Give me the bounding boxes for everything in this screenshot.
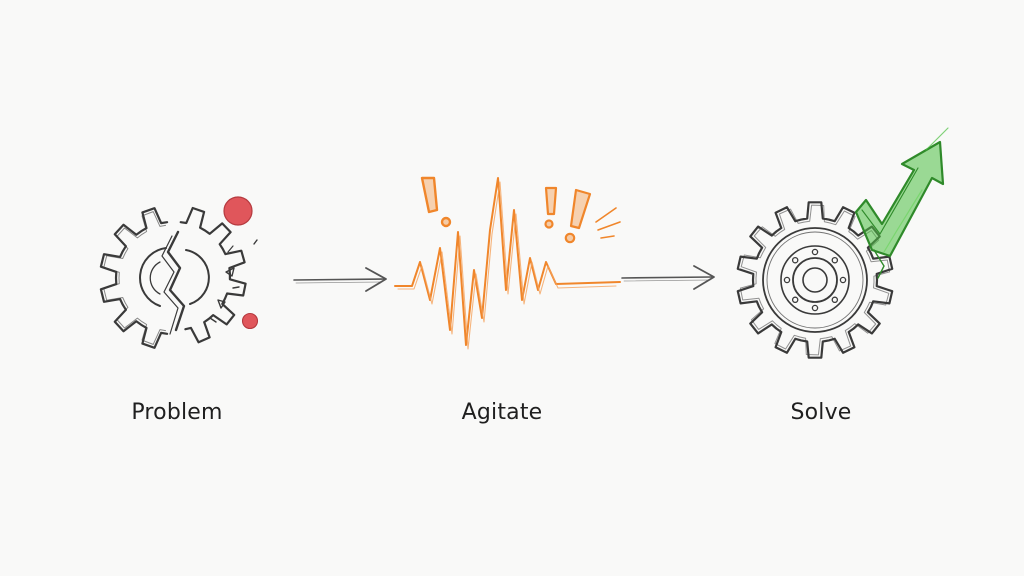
gear-bolt [811,304,819,312]
gear-bolt [791,256,799,264]
gear-with-up-arrow-icon [736,127,949,359]
gear-bolt [831,256,839,264]
step-label-solve: Solve [790,400,852,425]
gear-bolt [791,296,799,304]
up-arrow-icon [854,127,949,279]
exclamation-icon [544,186,592,244]
gear-bolt [811,248,819,256]
gear-bolt [831,296,839,304]
broken-gear-icon [99,206,258,349]
gear-bolt [839,276,847,284]
gear-bolt [783,276,791,284]
waveform-line [394,177,621,346]
alert-waveform-icon [394,176,621,350]
problem-red-dot-large [223,196,253,226]
exclamation-icon [420,176,452,228]
step-label-problem: Problem [131,400,223,425]
problem-red-dot-small [241,312,259,330]
step-label-agitate: Agitate [461,400,543,425]
problem-alert-dots [223,196,259,330]
arrow-right-icon [293,267,387,292]
arrow-right-icon [621,265,715,290]
